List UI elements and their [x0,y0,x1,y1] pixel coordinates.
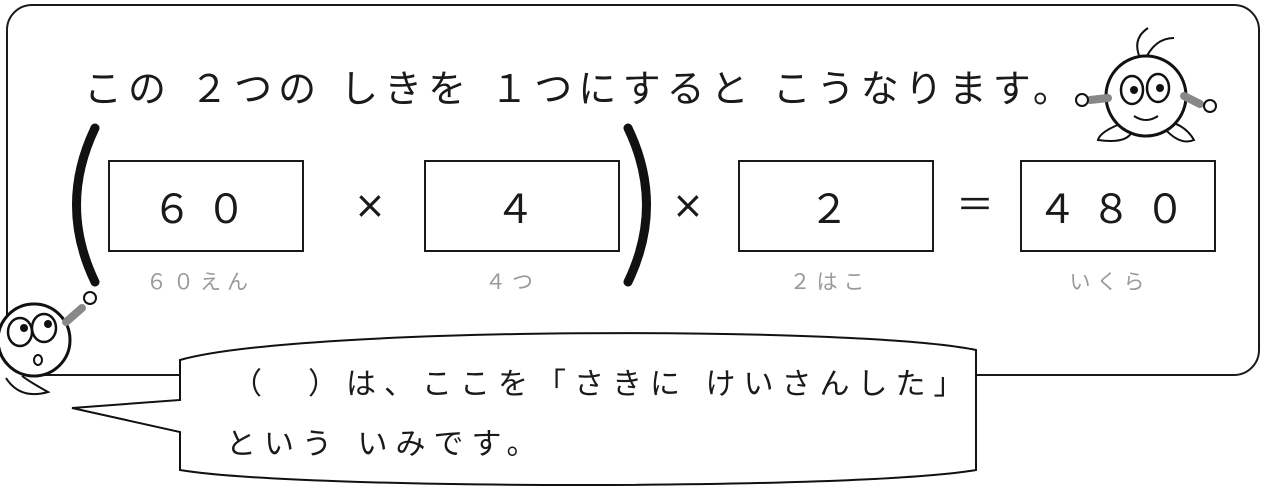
count-value: ４ [495,187,549,233]
bubble-text-line2: という いみです。 [226,427,545,462]
boxes-value: ２ [809,187,863,233]
count-box: ４ [424,160,620,252]
boxes-box: ２ [738,160,934,252]
result-value: ４８０ [1037,187,1199,233]
price-value: ６０ [152,187,260,233]
price-label: ６０えん [146,270,254,294]
mascot-top-right [1075,27,1217,143]
result-label: いくら [1069,270,1151,294]
mascot-bottom-left [0,291,97,396]
equals-sign: ＝ [956,183,995,227]
bubble-text-line1: （ ）は、ここを「さきに けいさんした」 [232,367,972,402]
multiply-sign-1: × [354,183,386,227]
explanation-heading: この ２つの しきを １つにすると こうなります。 [84,67,1077,111]
multiply-sign-2: × [672,183,704,227]
result-box: ４８０ [1020,160,1216,252]
count-label: ４つ [485,270,539,294]
price-box: ６０ [108,160,304,252]
boxes-label: ２はこ [789,270,871,294]
